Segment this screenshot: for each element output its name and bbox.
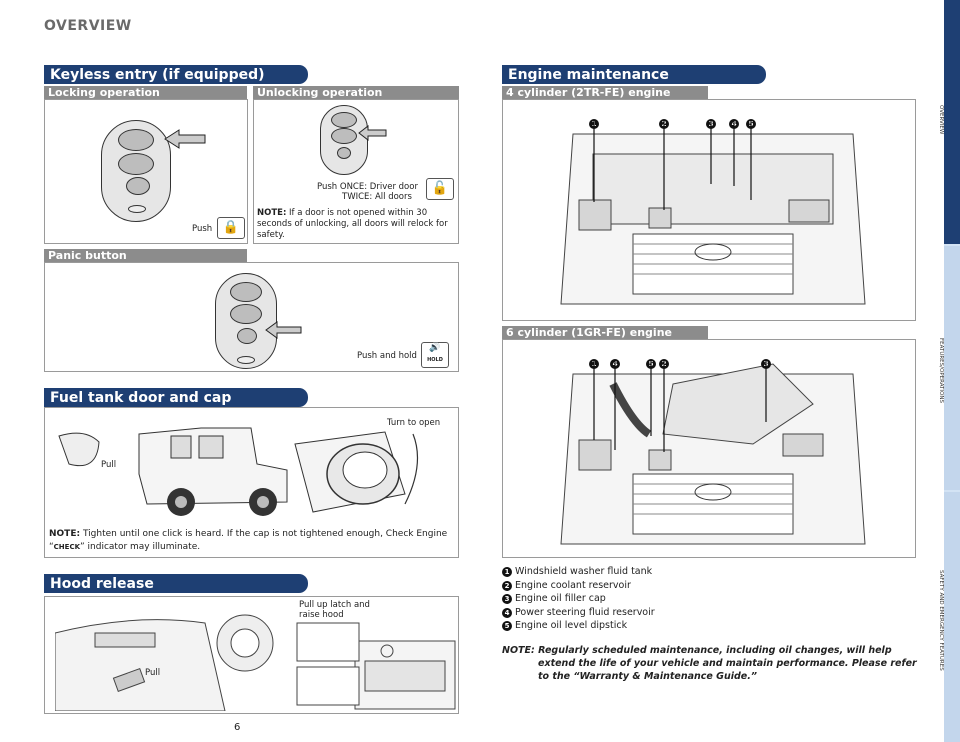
page-title: OVERVIEW	[44, 18, 132, 34]
engine-legend: 1 Windshield washer fluid tank 2 Engine …	[502, 566, 802, 634]
unlock-icon: 🔓	[426, 178, 454, 200]
key-fob-image	[101, 120, 171, 222]
panic-button-panel: Push and hold 🔊HOLD	[44, 262, 459, 372]
arrow-icon	[164, 129, 206, 149]
tab-features-label[interactable]: FEATURES/OPERATIONS	[928, 300, 944, 440]
arrow-icon	[265, 321, 302, 339]
truck-fuel-door-illustration	[58, 427, 288, 516]
page-number: 6	[234, 722, 241, 733]
key-fob-image	[320, 105, 368, 175]
legend-item: 1 Windshield washer fluid tank	[502, 566, 802, 580]
arrow-icon	[358, 125, 387, 141]
engine-note: NOTE: Regularly scheduled maintenance, i…	[502, 645, 917, 682]
unlocking-operation-panel: Push ONCE: Driver door TWICE: All doors …	[253, 99, 459, 244]
hood-release-panel: Pull Pull up latch and raise hood	[44, 596, 459, 714]
legend-item: 2 Engine coolant reservoir	[502, 580, 802, 594]
four-cylinder-engine-illustration	[560, 133, 866, 305]
locking-operation-heading: Locking operation	[44, 86, 247, 99]
fuel-tank-heading: Fuel tank door and cap	[44, 388, 308, 407]
four-cylinder-heading: 4 cylinder (2TR-FE) engine	[502, 86, 708, 99]
six-cylinder-panel: 1 4 5 2 3	[502, 339, 916, 558]
lock-icon: 🔒	[217, 217, 245, 239]
fuel-pull-label: Pull	[101, 460, 117, 470]
unlock-caption-line1: Push ONCE: Driver door	[317, 182, 418, 192]
hood-release-heading: Hood release	[44, 574, 308, 593]
hood-latch-illustration	[296, 622, 456, 710]
legend-item: 4 Power steering fluid reservoir	[502, 607, 802, 621]
six-cylinder-heading: 6 cylinder (1GR-FE) engine	[502, 326, 708, 339]
engine-maintenance-heading: Engine maintenance	[502, 65, 766, 84]
hood-pull-label: Pull	[145, 668, 161, 678]
marker-leader-lines	[593, 121, 752, 210]
hood-release-lever-illustration	[55, 614, 274, 711]
unlock-caption-line2: TWICE: All doors	[342, 192, 412, 202]
fuel-note: NOTE: Tighten until one click is heard. …	[49, 529, 448, 552]
panic-hold-icon: 🔊HOLD	[421, 342, 449, 368]
fuel-tank-panel: Pull Turn to open NOTE: Tighten until on…	[44, 407, 459, 558]
legend-item: 5 Engine oil level dipstick	[502, 620, 802, 634]
tab-overview-label[interactable]: OVERVIEW	[928, 60, 944, 180]
tab-safety-emergency[interactable]	[944, 492, 960, 742]
legend-item: 3 Engine oil filler cap	[502, 593, 802, 607]
hood-latch-label-line1: Pull up latch and	[299, 600, 370, 610]
locking-caption: Push	[192, 224, 213, 234]
fuel-cap-illustration	[294, 431, 419, 513]
four-cylinder-panel: 1 2 3 4 5	[502, 99, 916, 321]
unlocking-operation-heading: Unlocking operation	[253, 86, 459, 99]
unlock-note: NOTE: If a door is not opened within 30 …	[257, 208, 448, 240]
tab-overview[interactable]	[944, 0, 960, 244]
tab-safety-label[interactable]: SAFETY AND EMERGENCY FEATURES	[928, 540, 944, 700]
keyless-entry-heading: Keyless entry (if equipped)	[44, 65, 308, 84]
marker-leader-lines	[593, 361, 767, 452]
six-cylinder-engine-illustration	[560, 363, 866, 545]
hood-latch-label-line2: raise hood	[299, 610, 344, 620]
key-fob-image	[215, 273, 277, 369]
tab-features-operations[interactable]	[944, 246, 960, 490]
fuel-turn-label: Turn to open	[387, 418, 441, 428]
panic-caption: Push and hold	[357, 351, 417, 361]
panic-button-heading: Panic button	[44, 249, 247, 262]
check-engine-icon: CHECK	[53, 543, 81, 551]
locking-operation-panel: Push 🔒	[44, 99, 248, 244]
